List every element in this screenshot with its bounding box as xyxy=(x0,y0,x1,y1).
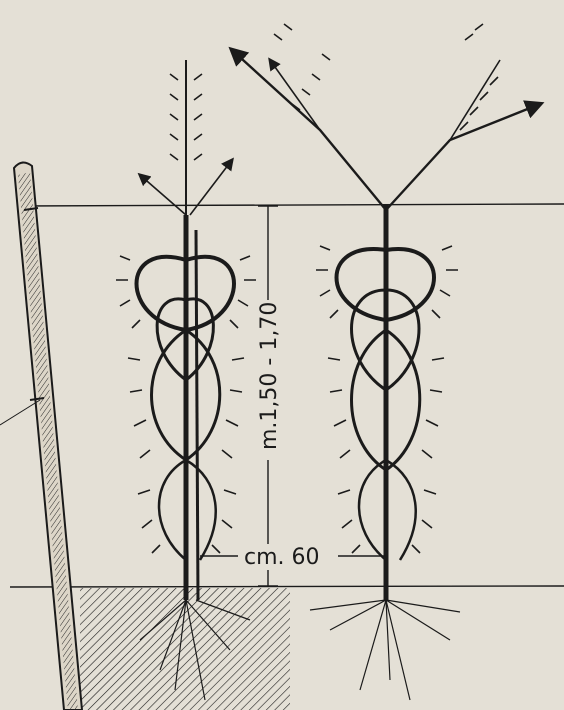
lower-wire xyxy=(10,586,564,587)
height-label: m.1,50 - 1,70 xyxy=(257,302,282,450)
spacing-label: cm. 60 xyxy=(244,545,320,570)
